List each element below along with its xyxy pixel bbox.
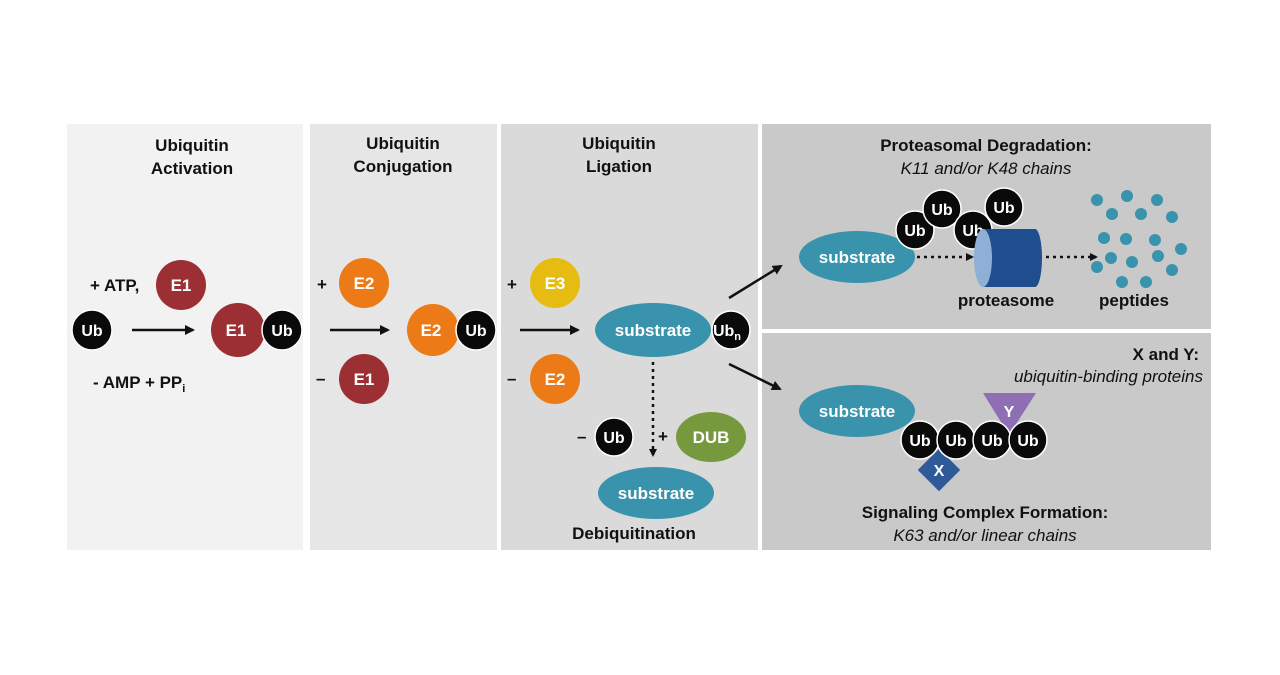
arrow-to-degradation: [728, 264, 783, 300]
e1-enzyme: [211, 303, 265, 357]
ub-free-label: Ub: [81, 323, 103, 340]
substrate: [598, 467, 714, 519]
conjugation-title-line2: Conjugation: [353, 157, 452, 176]
ub-e1-label: Ub: [271, 323, 293, 340]
ub-e2-label: Ub: [465, 323, 487, 340]
peptide-dot: [1152, 250, 1164, 262]
peptide-dot: [1166, 264, 1178, 276]
peptide-dot: [1098, 232, 1110, 244]
ligation-plus: +: [507, 275, 517, 294]
e2-top-label: E2: [354, 274, 375, 293]
deubi-plus: +: [658, 427, 668, 446]
free-substrate-label: substrate: [618, 484, 695, 503]
e1-top-label: E1: [171, 276, 192, 295]
ubiquitin: [984, 187, 1024, 227]
peptides-cluster: [1091, 190, 1187, 288]
degradation-title: Proteasomal Degradation:: [880, 136, 1092, 155]
polyubiquitin-chain: [711, 310, 751, 350]
degradation-subtitle: K11 and/or K48 chains: [901, 159, 1072, 178]
ligation-title-line1: Ubiquitin: [582, 134, 656, 153]
conjugation-minus: –: [316, 369, 325, 388]
y-label: Y: [1004, 404, 1015, 421]
peptide-dot: [1126, 256, 1138, 268]
signaling-title: Signaling Complex Formation:: [862, 503, 1109, 522]
e1-product-label: E1: [226, 321, 247, 340]
y-protein: [983, 393, 1036, 435]
ubiquitin: [261, 309, 303, 351]
proteasome-icon: [974, 229, 1042, 287]
peptide-dot: [1091, 194, 1103, 206]
deg-ub-2: Ub: [931, 202, 953, 219]
x-label: X: [934, 463, 945, 480]
sig-ub-4: Ub: [1017, 433, 1039, 450]
peptide-dot: [1091, 261, 1103, 273]
e2-bottom-label: E2: [545, 370, 566, 389]
deg-ub-4: Ub: [993, 200, 1015, 217]
xy-title: X and Y:: [1133, 345, 1199, 364]
peptide-dot: [1151, 194, 1163, 206]
e2-enzyme: [339, 258, 389, 308]
peptide-dot: [1175, 243, 1187, 255]
ligation-substrate-label: substrate: [615, 321, 692, 340]
substrate: [799, 385, 915, 437]
e1-enzyme: [339, 354, 389, 404]
e3-enzyme: [530, 258, 580, 308]
peptide-dot: [1105, 252, 1117, 264]
deg-ub-1: Ub: [904, 223, 926, 240]
proteasome-label: proteasome: [958, 291, 1054, 310]
peptide-dot: [1140, 276, 1152, 288]
ubiquitin: [71, 309, 113, 351]
peptide-dot: [1106, 208, 1118, 220]
plus-atp-label: + ATP,: [90, 276, 139, 295]
deubi-ub-label: Ub: [603, 430, 625, 447]
conjugation-plus: +: [317, 275, 327, 294]
dub-label: DUB: [693, 428, 730, 447]
activation-title-line2: Activation: [151, 159, 233, 178]
peptides-label: peptides: [1099, 291, 1169, 310]
peptide-dot: [1135, 208, 1147, 220]
peptide-dot: [1120, 233, 1132, 245]
degradation-substrate-label: substrate: [819, 248, 896, 267]
ubiquitin: [455, 309, 497, 351]
minus-amp-label: - AMP + PPi: [93, 373, 185, 395]
peptide-dot: [1149, 234, 1161, 246]
conjugation-title-line1: Ubiquitin: [366, 134, 440, 153]
peptide-dot: [1121, 190, 1133, 202]
e2-enzyme: [530, 354, 580, 404]
e2-product-label: E2: [421, 321, 442, 340]
ubiquitin: [895, 210, 935, 250]
substrate: [799, 231, 915, 283]
dub-enzyme: [676, 412, 746, 462]
peptide-dot: [1116, 276, 1128, 288]
activation-title-line1: Ubiquitin: [155, 136, 229, 155]
deubi-minus: –: [577, 427, 586, 446]
signaling-substrate-label: substrate: [819, 402, 896, 421]
ubiquitin: [594, 417, 634, 457]
substrate: [595, 303, 711, 357]
e1-bottom-label: E1: [354, 370, 375, 389]
signaling-subtitle: K63 and/or linear chains: [893, 526, 1077, 545]
ligation-minus: –: [507, 369, 516, 388]
xy-subtitle: ubiquitin-binding proteins: [1014, 367, 1204, 386]
ubn-label: Ubn: [713, 323, 741, 343]
e2-enzyme: [407, 304, 459, 356]
e3-label: E3: [545, 274, 566, 293]
ubiquitin: [922, 189, 962, 229]
sig-ub-2: Ub: [945, 433, 967, 450]
ligation-title-line2: Ligation: [586, 157, 652, 176]
debiquitination-label: Debiquitination: [572, 524, 696, 543]
peptide-dot: [1166, 211, 1178, 223]
sig-ub-3: Ub: [981, 433, 1003, 450]
sig-ub-1: Ub: [909, 433, 931, 450]
ubiquitin: [1008, 420, 1048, 460]
e1-enzyme: [156, 260, 206, 310]
arrow-to-signaling: [728, 362, 782, 391]
